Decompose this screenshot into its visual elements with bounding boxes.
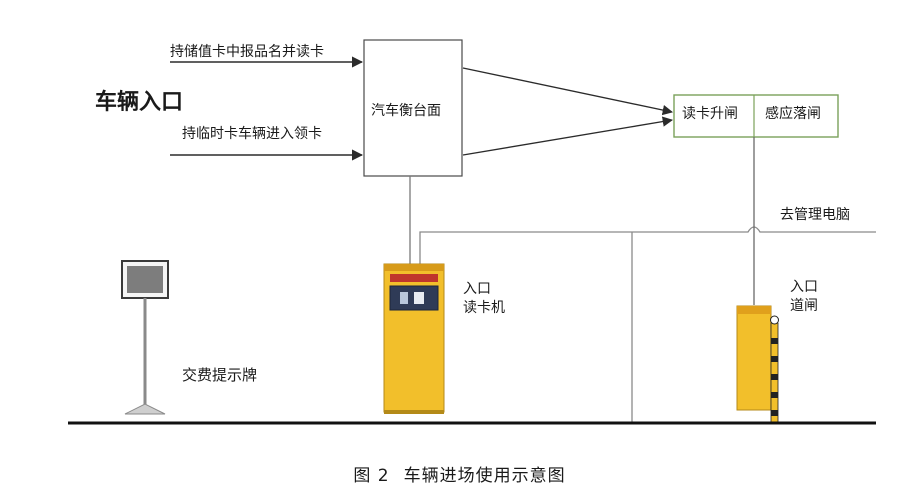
figure-number: 图 2 xyxy=(353,466,390,486)
detector-box xyxy=(363,39,463,177)
sensor-lower-barrier-label: 感应落闸 xyxy=(765,106,821,122)
management-pc-label: 去管理电脑 xyxy=(780,207,850,223)
fee-sign xyxy=(121,260,169,415)
barrier-control-box xyxy=(673,94,839,138)
gate-label-line1: 入口 xyxy=(790,279,818,295)
arrow-to-barrier-bottom xyxy=(462,116,674,156)
gate-label-line2: 道闸 xyxy=(790,298,818,314)
detector-box-label: 汽车衡台面 xyxy=(371,103,441,119)
gate-machine xyxy=(736,305,779,424)
temporary-card-label: 持临时卡车辆进入领卡 xyxy=(182,126,322,142)
card-reader-label-line1: 入口 xyxy=(463,281,491,297)
entrance-title: 车辆入口 xyxy=(95,90,184,115)
card-reader-label-line2: 读卡机 xyxy=(463,300,505,316)
card-reader-machine xyxy=(383,263,445,414)
figure-caption: 图 2 车辆进场使用示意图 xyxy=(0,468,919,485)
arrow-to-barrier-top xyxy=(462,67,674,116)
management-line xyxy=(419,226,876,268)
gate-label: 入口 道闸 xyxy=(790,278,818,316)
card-raise-barrier-label: 读卡升闸 xyxy=(682,106,738,122)
card-reader-label: 入口 读卡机 xyxy=(463,280,505,318)
figure-caption-text: 车辆进场使用示意图 xyxy=(403,466,566,486)
fee-sign-label: 交费提示牌 xyxy=(182,366,258,384)
stored-value-card-label: 持储值卡中报品名并读卡 xyxy=(170,44,324,60)
